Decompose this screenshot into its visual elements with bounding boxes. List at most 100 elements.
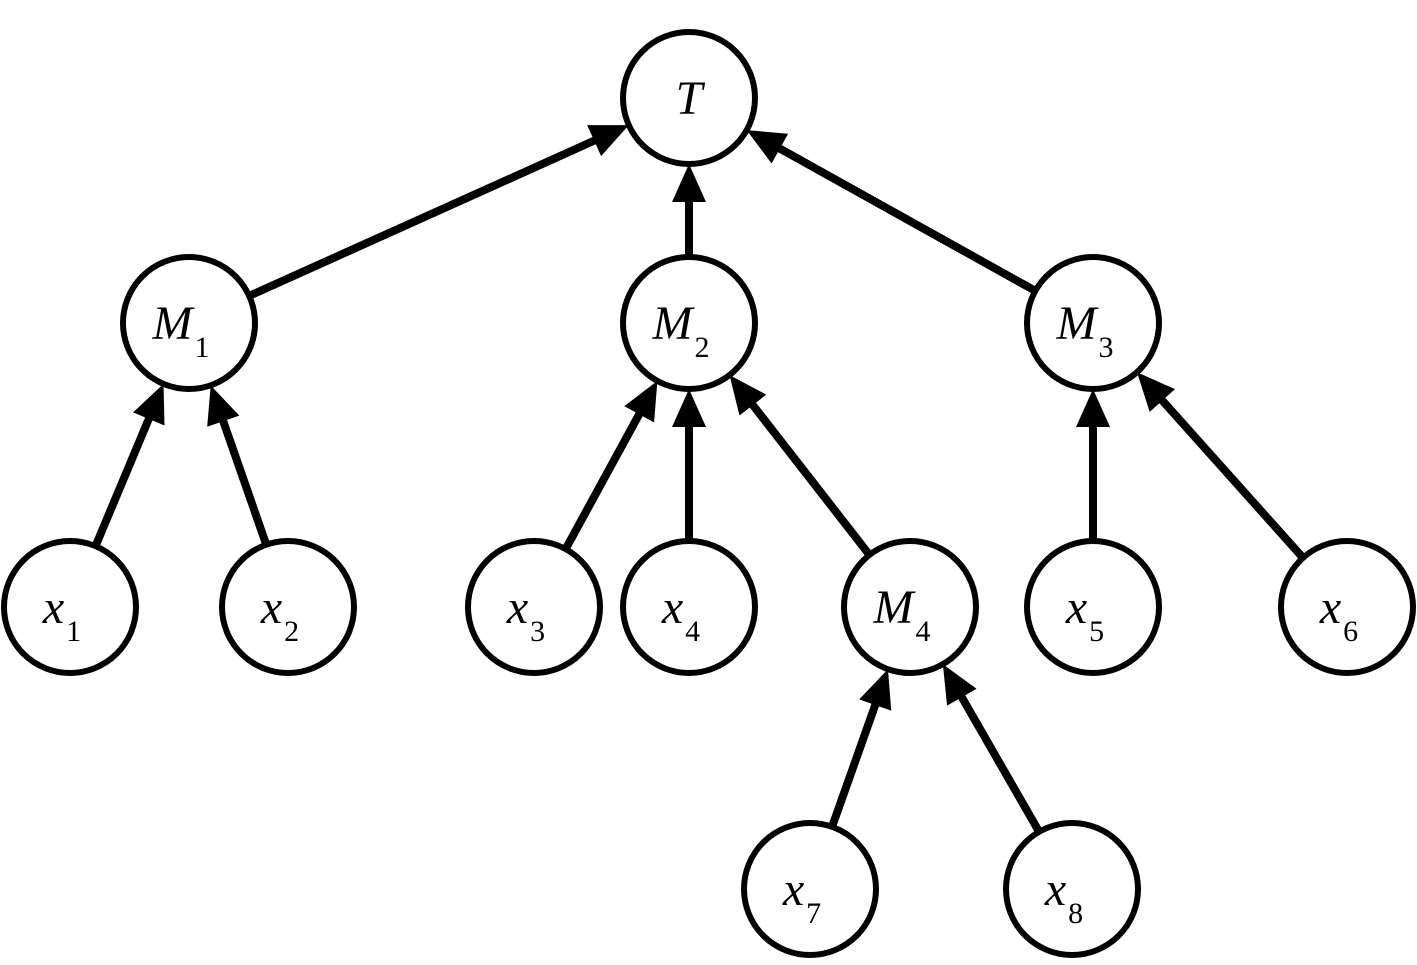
- node-label: x7: [782, 863, 821, 930]
- node-label: x8: [1044, 863, 1083, 930]
- node-label: M4: [873, 581, 931, 648]
- node-label-main: x: [260, 581, 282, 634]
- node-label-subscript: 3: [1098, 331, 1113, 364]
- node-M3: M3: [1024, 254, 1162, 392]
- arrowhead-icon: [859, 669, 892, 711]
- node-label: x4: [661, 581, 700, 648]
- node-label-subscript: 4: [915, 615, 930, 648]
- node-label-main: x: [506, 581, 528, 634]
- arrowhead-icon: [133, 383, 165, 426]
- node-label-subscript: 2: [694, 331, 709, 364]
- node-circle: [841, 538, 979, 676]
- node-x3: x3: [465, 538, 603, 676]
- node-label-main: x: [782, 863, 804, 916]
- edge-line: [774, 143, 1038, 295]
- node-label: T: [676, 72, 706, 125]
- node-label: x5: [1065, 581, 1104, 648]
- node-M1: M1: [120, 254, 258, 392]
- node-label-subscript: 7: [806, 897, 821, 930]
- node-label: x6: [1319, 581, 1358, 648]
- edge-line: [956, 691, 1043, 834]
- node-circle: [620, 538, 758, 676]
- edge-x2-to-M1: [207, 385, 271, 546]
- edge-M2-to-T: [672, 164, 706, 257]
- node-label-subscript: 4: [685, 615, 700, 648]
- node-label: x1: [42, 581, 81, 648]
- node-circle: [741, 820, 879, 958]
- edge-line: [218, 416, 271, 546]
- arrowhead-icon: [207, 385, 240, 427]
- edge-line: [1156, 394, 1306, 561]
- node-label-subscript: 6: [1343, 615, 1358, 648]
- node-label-main: M: [1056, 297, 1100, 350]
- node-circle: [1278, 538, 1416, 676]
- node-label-subscript: 5: [1089, 615, 1104, 648]
- edge-line: [562, 408, 645, 551]
- node-label-main: x: [42, 581, 64, 634]
- arrowhead-icon: [672, 164, 706, 202]
- arrowhead-icon: [729, 375, 767, 416]
- node-label-subscript: 2: [284, 615, 299, 648]
- node-circle: [219, 538, 357, 676]
- node-label-subscript: 8: [1068, 897, 1083, 930]
- node-circle: [620, 254, 758, 392]
- node-label-main: M: [873, 581, 917, 634]
- node-x7: x7: [741, 820, 879, 958]
- edge-x3-to-M2: [562, 380, 658, 551]
- node-x2: x2: [219, 538, 357, 676]
- node-circle: [1003, 820, 1141, 958]
- node-M2: M2: [620, 254, 758, 392]
- edge-line: [91, 413, 155, 548]
- node-T: T: [620, 29, 758, 167]
- node-label: M2: [652, 297, 710, 364]
- node-label-subscript: 1: [66, 615, 81, 648]
- edge-line: [828, 699, 881, 829]
- node-x8: x8: [1003, 820, 1141, 958]
- edge-M1-to-T: [247, 125, 629, 300]
- node-label: M1: [152, 297, 210, 364]
- arrowhead-icon: [746, 130, 789, 164]
- node-x1: x1: [1, 538, 139, 676]
- edge-x1-to-M1: [91, 383, 165, 548]
- node-circle: [1024, 254, 1162, 392]
- node-label-main: x: [661, 581, 683, 634]
- node-circle: [620, 29, 758, 167]
- arrowhead-icon: [672, 389, 706, 427]
- node-x4: x4: [620, 538, 758, 676]
- node-M4: M4: [841, 538, 979, 676]
- node-label-main: M: [152, 297, 196, 350]
- node-circle: [1, 538, 139, 676]
- node-label-subscript: 1: [194, 331, 209, 364]
- node-x6: x6: [1278, 538, 1416, 676]
- node-label: x2: [260, 581, 299, 648]
- node-label-main: M: [652, 297, 696, 350]
- node-label: M3: [1056, 297, 1114, 364]
- node-circle: [465, 538, 603, 676]
- node-circle: [120, 254, 258, 392]
- node-label-main: x: [1065, 581, 1087, 634]
- arrowhead-icon: [942, 664, 977, 706]
- node-label-main: x: [1044, 863, 1066, 916]
- edge-x8-to-M4: [942, 664, 1043, 834]
- arrowhead-icon: [587, 125, 629, 157]
- arrowhead-icon: [1136, 372, 1176, 412]
- node-label-main: x: [1319, 581, 1341, 634]
- edge-M4-to-M2: [729, 375, 873, 558]
- arrowhead-icon: [624, 380, 658, 423]
- arrowhead-icon: [1076, 389, 1110, 427]
- node-x5: x5: [1024, 538, 1162, 676]
- node-label-subscript: 3: [530, 615, 545, 648]
- edge-line: [247, 135, 600, 300]
- node-circle: [1024, 538, 1162, 676]
- edge-x7-to-M4: [828, 669, 892, 829]
- node-label: x3: [506, 581, 545, 648]
- edge-M3-to-T: [746, 130, 1038, 295]
- edge-line: [747, 399, 873, 558]
- node-label-main: T: [676, 72, 706, 125]
- edges-layer: [91, 125, 1306, 834]
- edge-x4-to-M2: [672, 389, 706, 541]
- edge-x6-to-M3: [1136, 372, 1306, 561]
- edge-x5-to-M3: [1076, 389, 1110, 541]
